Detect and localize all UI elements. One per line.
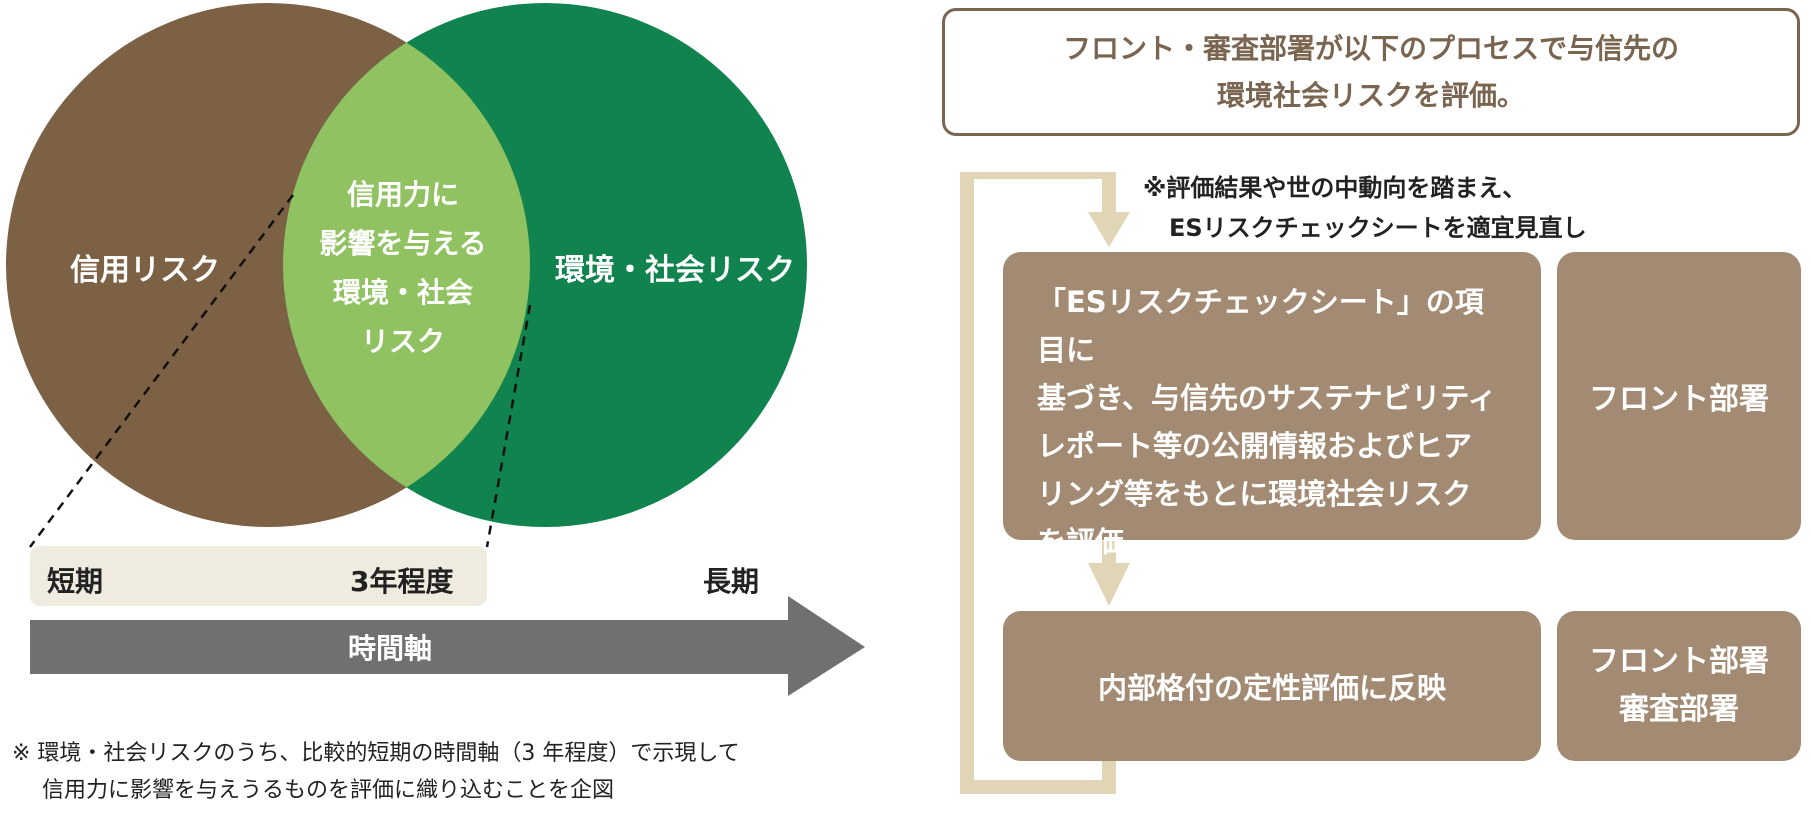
footnote-line-1: ※ 環境・社会リスクのうち、比較的短期の時間軸（3 年程度）で示現して: [12, 741, 740, 766]
step1-line-4: リング等をもとに環境社会リスク: [1037, 477, 1472, 511]
short-term-label: 短期: [47, 565, 104, 598]
step2-department-line-2: 審査部署: [1619, 692, 1739, 727]
step1-line-3: レポート等の公開情報およびヒア: [1037, 429, 1473, 463]
review-note: ※評価結果や世の中動向を踏まえ、 ESリスクチェックシートを適宜見直し: [1143, 168, 1587, 248]
step1-line-5: を評価: [1037, 525, 1125, 559]
process-header-box: フロント・審査部署が以下のプロセスで与信先の 環境社会リスクを評価。: [942, 8, 1800, 136]
three-year-label: 3年程度: [350, 565, 454, 598]
overlap-line-4: リスク: [360, 325, 445, 358]
long-term-label: 長期: [703, 565, 760, 598]
credit-risk-label: 信用リスク: [70, 253, 220, 288]
overlap-line-3: 環境・社会: [332, 276, 473, 309]
step1-evaluate-box: 「ESリスクチェックシート」の項目に 基づき、与信先のサステナビリティ レポート…: [1003, 252, 1541, 559]
step2-department-box: フロント部署 審査部署: [1557, 611, 1801, 761]
time-axis-arrow: [30, 596, 865, 696]
short-term-band: [30, 546, 487, 606]
overlap-line-1: 信用力に: [346, 178, 459, 211]
review-loop-arrow: [960, 172, 1130, 794]
overlap-line-2: 影響を与える: [319, 227, 487, 260]
footnote-line-2: 信用力に影響を与えうるものを評価に織り込むことを企図: [42, 778, 615, 803]
step2-reflect-box: 内部格付の定性評価に反映: [1003, 611, 1541, 761]
venn-diagram: [6, 3, 865, 696]
zoom-line-right: [485, 304, 532, 548]
header-line-1: フロント・審査部署が以下のプロセスで与信先の: [1062, 32, 1679, 65]
step2-department-line-1: フロント部署: [1589, 644, 1769, 679]
step-arrowhead: [1088, 563, 1130, 606]
env-social-risk-label: 環境・社会リスク: [555, 253, 795, 288]
loop-arrowhead: [1088, 212, 1130, 247]
footnote: ※ 環境・社会リスクのうち、比較的短期の時間軸（3 年程度）で示現して 信用力に…: [12, 735, 740, 809]
step1-line-1: 「ESリスクチェックシート」の項目に: [1037, 285, 1484, 367]
header-line-2: 環境社会リスクを評価。: [1216, 79, 1525, 112]
step1-department-box: フロント部署: [1557, 252, 1801, 540]
overlap-region: [283, 3, 530, 527]
step1-department-label: フロント部署: [1589, 382, 1769, 417]
overlap-label: 信用力に 影響を与える 環境・社会 リスク: [286, 170, 520, 366]
review-note-line-2: ESリスクチェックシートを適宜見直し: [1169, 214, 1587, 242]
review-note-line-1: ※評価結果や世の中動向を踏まえ、: [1143, 174, 1527, 202]
step2-label: 内部格付の定性評価に反映: [1097, 671, 1446, 705]
time-axis-label: 時間軸: [347, 632, 432, 665]
step1-line-2: 基づき、与信先のサステナビリティ: [1037, 381, 1497, 415]
